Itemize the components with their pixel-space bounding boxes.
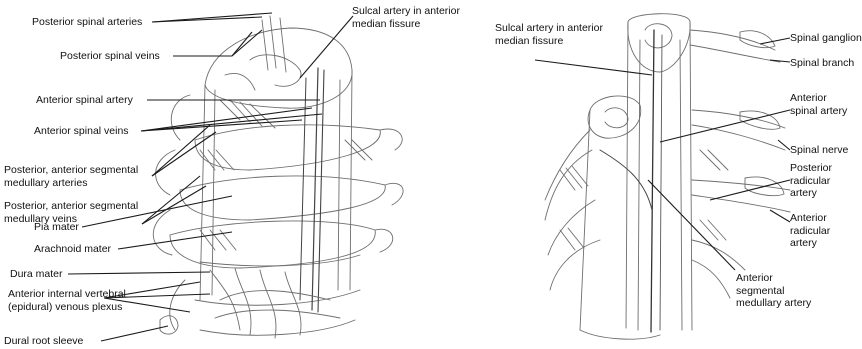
label-spinal-ganglion: Spinal ganglion (790, 32, 862, 45)
label-posterior-radicular-artery: Posterior radicular artery (790, 162, 852, 200)
label-anterior-segmental-medullary-artery: Anterior segmental medullary artery (736, 272, 814, 310)
label-posterior-spinal-veins: Posterior spinal veins (60, 50, 160, 63)
label-anterior-spinal-artery-right: Anterior spinal artery (790, 92, 850, 117)
label-pia-mater: Pia mater (34, 221, 79, 234)
label-sulcal-artery-right: Sulcal artery in anterior median fissure (495, 22, 607, 47)
label-anterior-spinal-artery-left: Anterior spinal artery (36, 94, 133, 107)
label-segmental-medullary-veins: Posterior, anterior segmental medullary … (4, 200, 154, 225)
label-segmental-medullary-arteries: Posterior, anterior segmental medullary … (4, 164, 162, 189)
label-venous-plexus: Anterior internal vertebral (epidural) v… (8, 288, 138, 313)
label-anterior-radicular-artery: Anterior radicular artery (790, 212, 852, 250)
label-spinal-nerve: Spinal nerve (790, 144, 848, 157)
label-sulcal-artery-left: Sulcal artery in anterior median fissure (352, 5, 460, 30)
label-spinal-branch: Spinal branch (790, 57, 854, 70)
label-arachnoid-mater: Arachnoid mater (34, 243, 111, 256)
label-anterior-spinal-veins: Anterior spinal veins (34, 125, 129, 138)
label-dural-root-sleeve: Dural root sleeve (4, 335, 83, 348)
label-posterior-spinal-arteries: Posterior spinal arteries (32, 16, 142, 29)
label-dura-mater: Dura mater (10, 268, 63, 281)
